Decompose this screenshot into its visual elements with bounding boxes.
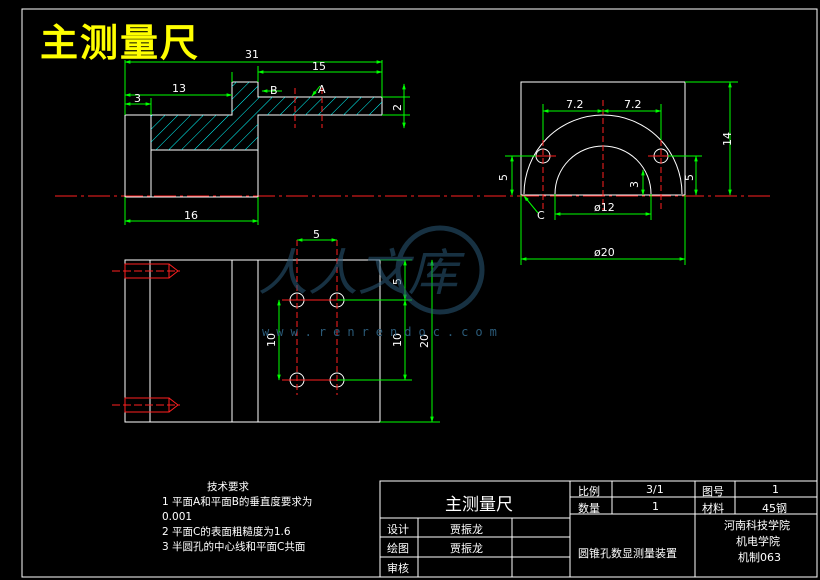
watermark-logo-text: 人人文库 — [258, 244, 465, 302]
tb-drafter-name: 贾振龙 — [450, 542, 483, 555]
tech-requirements-title: 技术要求 — [207, 481, 249, 493]
tb-designer-name: 贾振龙 — [450, 523, 483, 536]
tb-school-line2: 机电学院 — [736, 535, 780, 548]
watermark-url: www.renrendoc.com — [262, 325, 504, 339]
surface-c-label: C — [537, 209, 545, 222]
title-block — [379, 480, 818, 578]
tb-assembly-name: 圆锥孔数显测量装置 — [578, 547, 677, 560]
dim-top-hole-spacing-label: 5 — [313, 228, 320, 241]
tech-requirement-item: 2 平面C的表面粗糙度为1.6 — [162, 526, 291, 538]
tb-material-label: 材料 — [702, 502, 724, 515]
tb-school-line3: 机制063 — [738, 551, 781, 564]
dim-front-thickness-label: 2 — [391, 104, 404, 111]
dim-top-total-height-label: 20 — [418, 334, 431, 348]
tb-material-value: 45钢 — [762, 502, 787, 515]
tb-designer-label: 设计 — [387, 523, 409, 536]
tb-school-line1: 河南科技学院 — [724, 519, 790, 532]
dim-top-row-left-label: 10 — [265, 333, 278, 347]
dim-side-outer-diam-label: ø20 — [594, 246, 615, 259]
side-view: 7.2 7.2 14 5 5 3 ø12 ø20 C — [497, 81, 738, 265]
top-plate — [231, 259, 259, 423]
tb-reviewer-label: 审核 — [387, 562, 409, 575]
dim-front-bottom-label: 16 — [184, 209, 198, 222]
dim-side-half-right-label: 7.2 — [624, 98, 642, 111]
tb-drawing-no-value: 1 — [772, 483, 779, 496]
front-hatch-step — [232, 82, 258, 150]
dim-side-hole-left-label: 5 — [497, 174, 510, 181]
tb-scale-label: 比例 — [578, 485, 600, 498]
dim-side-hole-right-label: 5 — [683, 174, 696, 181]
tech-requirement-item: 3 半圆孔的中心线和平面C共面 — [162, 541, 306, 553]
front-view: 31 13 3 15 2 16 A B — [124, 48, 410, 225]
dim-top-row-right-label: 10 — [391, 333, 404, 347]
datum-a-arrow — [311, 85, 321, 97]
top-view: 5 5 10 10 20 — [112, 228, 440, 423]
dim-front-small-label: 3 — [134, 92, 141, 105]
front-hatch-left — [151, 115, 232, 150]
dim-front-step-label: 13 — [172, 82, 186, 95]
dim-side-inner-diam-label: ø12 — [594, 201, 615, 214]
front-left-block — [124, 114, 152, 198]
tb-drafter-label: 绘图 — [387, 542, 409, 555]
tb-quantity-value: 1 — [652, 500, 659, 513]
dim-side-height-label: 14 — [721, 132, 734, 146]
dim-front-total-label: 31 — [245, 48, 259, 61]
dim-side-inner-offset-label: 3 — [628, 181, 641, 188]
tb-quantity-label: 数量 — [578, 502, 600, 515]
dim-side-half-left-label: 7.2 — [566, 98, 584, 111]
tech-requirements: 技术要求 1 平面A和平面B的垂直度要求为 0.001 2 平面C的表面粗糙度为… — [162, 480, 312, 555]
surface-a-label: A — [318, 83, 326, 96]
tech-requirement-item: 0.001 — [162, 511, 193, 523]
top-slider — [257, 259, 381, 423]
tb-drawing-no-label: 图号 — [702, 485, 724, 498]
surface-b-label: B — [270, 84, 278, 97]
front-hatch-rod — [258, 97, 382, 115]
tb-scale-value: 3/1 — [646, 483, 664, 496]
tb-part-name: 主测量尺 — [445, 495, 513, 515]
watermark-logo: 人人文库 — [258, 225, 485, 315]
datum-c-arrow — [523, 195, 539, 214]
tech-requirement-item: 1 平面A和平面B的垂直度要求为 — [162, 496, 313, 508]
dim-front-right-label: 15 — [312, 60, 326, 73]
drawing-title: 主测量尺 — [40, 20, 201, 65]
